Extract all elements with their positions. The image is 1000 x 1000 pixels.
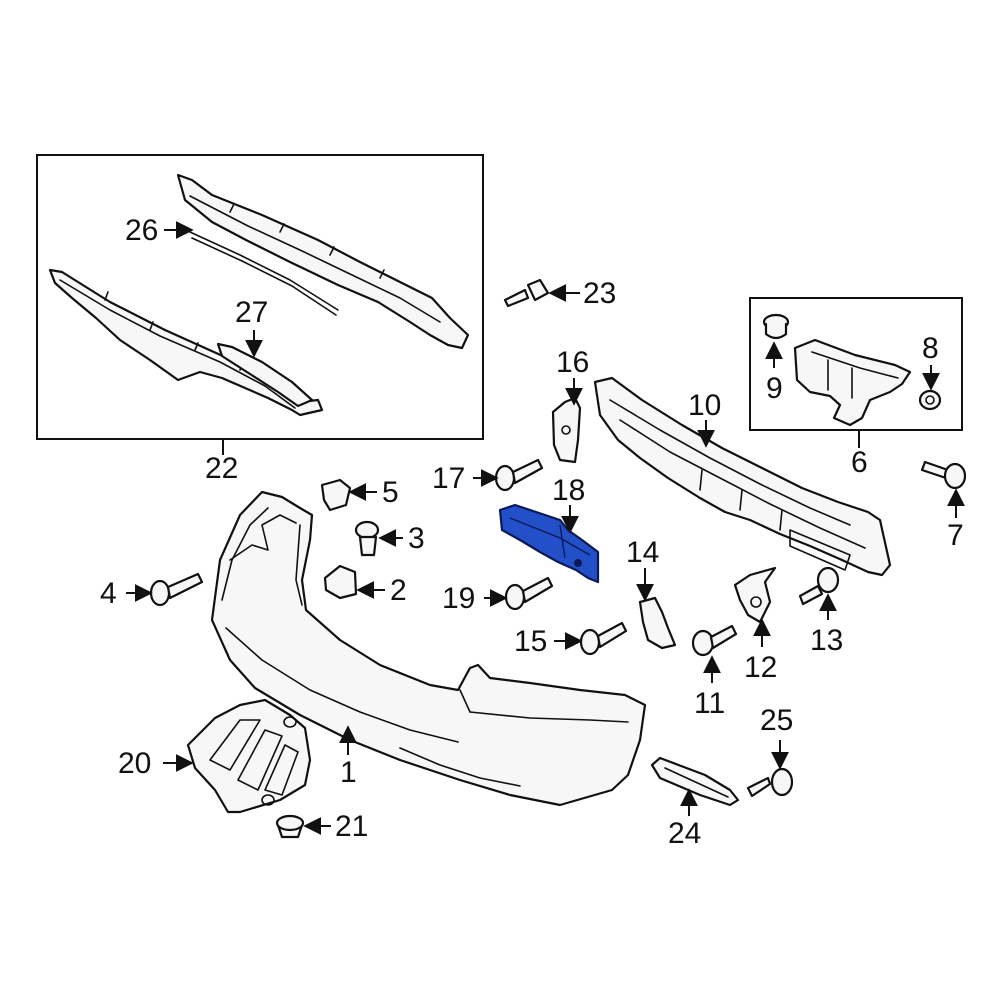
callout-1: 1: [340, 756, 357, 789]
callout-10: 10: [688, 389, 721, 422]
callout-15: 15: [514, 625, 547, 658]
callout-11: 11: [694, 687, 725, 720]
part-17-screw: [494, 458, 544, 492]
callout-6: 6: [851, 446, 868, 479]
part-5-clip: [320, 478, 352, 512]
part-19-screw: [504, 576, 554, 611]
part-14-bracket: [638, 596, 677, 650]
part-21-nut: [275, 814, 305, 839]
inset-box-22: [36, 154, 484, 440]
callout-labels: 26 27 22 23 16 10 9 8 6 7 17 18 5 3 2 4 …: [100, 214, 964, 850]
callout-19: 19: [442, 582, 475, 615]
callout-9: 9: [766, 372, 783, 405]
callout-17: 17: [432, 462, 465, 495]
callout-13: 13: [810, 624, 843, 657]
part-6-bracket: [793, 338, 912, 427]
callout-22: 22: [205, 452, 238, 485]
callout-7: 7: [947, 519, 964, 552]
leader-lines: [126, 221, 965, 835]
callout-20: 20: [118, 747, 151, 780]
callout-4: 4: [100, 577, 117, 610]
callout-21: 21: [335, 810, 368, 843]
callout-12: 12: [744, 651, 777, 684]
callout-14: 14: [626, 536, 659, 569]
callout-27: 27: [235, 296, 268, 329]
callout-25: 25: [760, 704, 793, 737]
part-18-bracket-highlighted: [498, 503, 600, 584]
part-8-nut: [918, 389, 942, 411]
callout-26: 26: [125, 214, 158, 247]
part-13-bolt: [798, 566, 840, 606]
callout-5: 5: [382, 476, 399, 509]
callout-23: 23: [583, 277, 616, 310]
part-25-bolt: [746, 767, 794, 798]
part-15-screw: [579, 621, 628, 656]
inset-box-6: [749, 297, 963, 431]
part-22-lower-trim: [48, 268, 324, 417]
part-24-reflector: [650, 756, 740, 807]
callout-8: 8: [922, 332, 939, 365]
callout-3: 3: [408, 522, 425, 555]
part-23-bolt: [503, 278, 550, 308]
part-11-screw: [691, 624, 738, 657]
callout-18: 18: [552, 474, 585, 507]
part-22-upper-trim: [176, 173, 470, 350]
part-20-panel: [186, 698, 312, 814]
callout-16: 16: [556, 346, 589, 379]
part-12-clip: [733, 566, 777, 624]
callout-24: 24: [668, 817, 701, 850]
part-4-screw: [149, 572, 204, 607]
callout-2: 2: [390, 574, 407, 607]
part-3-pin: [354, 520, 380, 557]
part-9-grommet: [762, 313, 790, 340]
part-16-bracket: [551, 396, 582, 464]
part-26-strip: [189, 231, 339, 316]
part-1-bumper-cover: [210, 490, 647, 807]
part-2-clip: [323, 564, 358, 600]
part-10-beam: [593, 376, 892, 577]
part-7-screw: [920, 460, 967, 490]
